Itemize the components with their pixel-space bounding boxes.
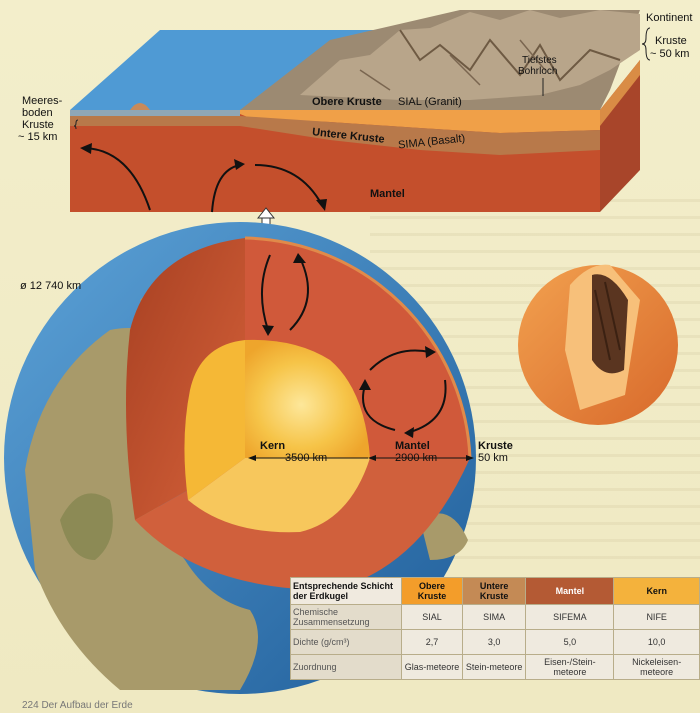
table-cell: SIAL xyxy=(402,605,463,630)
label-kruste-km: 50 km xyxy=(478,452,508,464)
label-meeres-km: ~ 15 km xyxy=(18,131,57,143)
label-kern-km: 3500 km xyxy=(285,452,327,464)
table-header-cell: Entsprechende Schicht der Erdkugel xyxy=(291,578,402,605)
table-row-header: Chemische Zusammensetzung xyxy=(291,605,402,630)
table-cell: SIFEMA xyxy=(526,605,614,630)
table-cell: Stein-meteore xyxy=(462,655,525,680)
label-mantel-km: 2900 km xyxy=(395,452,437,464)
label-kruste: Kruste xyxy=(478,440,513,452)
composition-table: Entsprechende Schicht der Erdkugel Obere… xyxy=(290,577,700,680)
table-cell: 2,7 xyxy=(402,630,463,655)
label-kontinent: Kontinent xyxy=(646,12,692,24)
label-kruste-top: Kruste xyxy=(655,35,687,47)
table-header-cell: Mantel xyxy=(526,578,614,605)
table-cell: Glas-meteore xyxy=(402,655,463,680)
table-row: Dichte (g/cm³) 2,7 3,0 5,0 10,0 xyxy=(291,630,700,655)
table-row-header: Zuordnung xyxy=(291,655,402,680)
table-header-cell: Obere Kruste xyxy=(402,578,463,605)
table-header-row: Entsprechende Schicht der Erdkugel Obere… xyxy=(291,578,700,605)
label-meeres1: Meeres- xyxy=(22,95,62,107)
table-row: Chemische Zusammensetzung SIAL SIMA SIFE… xyxy=(291,605,700,630)
label-sial-granit: SIAL (Granit) xyxy=(398,96,462,108)
table-cell: NIFE xyxy=(614,605,700,630)
label-meeres3: Kruste xyxy=(22,119,54,131)
label-kruste-top-km: ~ 50 km xyxy=(650,48,689,60)
table-header-cell: Untere Kruste xyxy=(462,578,525,605)
label-obere-kruste: Obere Kruste xyxy=(312,96,382,108)
label-mantel: Mantel xyxy=(395,440,430,452)
label-kern: Kern xyxy=(260,440,285,452)
table-cell: Nickeleisen-meteore xyxy=(614,655,700,680)
label-diameter: ø 12 740 km xyxy=(20,280,81,292)
table-cell: Eisen-/Stein-meteore xyxy=(526,655,614,680)
figure-caption: 224 Der Aufbau der Erde xyxy=(22,700,133,711)
table-cell: SIMA xyxy=(462,605,525,630)
table-cell: 5,0 xyxy=(526,630,614,655)
label-meeres2: boden xyxy=(22,107,53,119)
table-header-cell: Kern xyxy=(614,578,700,605)
table-row: Zuordnung Glas-meteore Stein-meteore Eis… xyxy=(291,655,700,680)
table-row-header: Dichte (g/cm³) xyxy=(291,630,402,655)
table-cell: 3,0 xyxy=(462,630,525,655)
table-cell: 10,0 xyxy=(614,630,700,655)
label-bohrloch: Bohrloch xyxy=(518,66,557,78)
label-mantel-block: Mantel xyxy=(370,188,405,200)
